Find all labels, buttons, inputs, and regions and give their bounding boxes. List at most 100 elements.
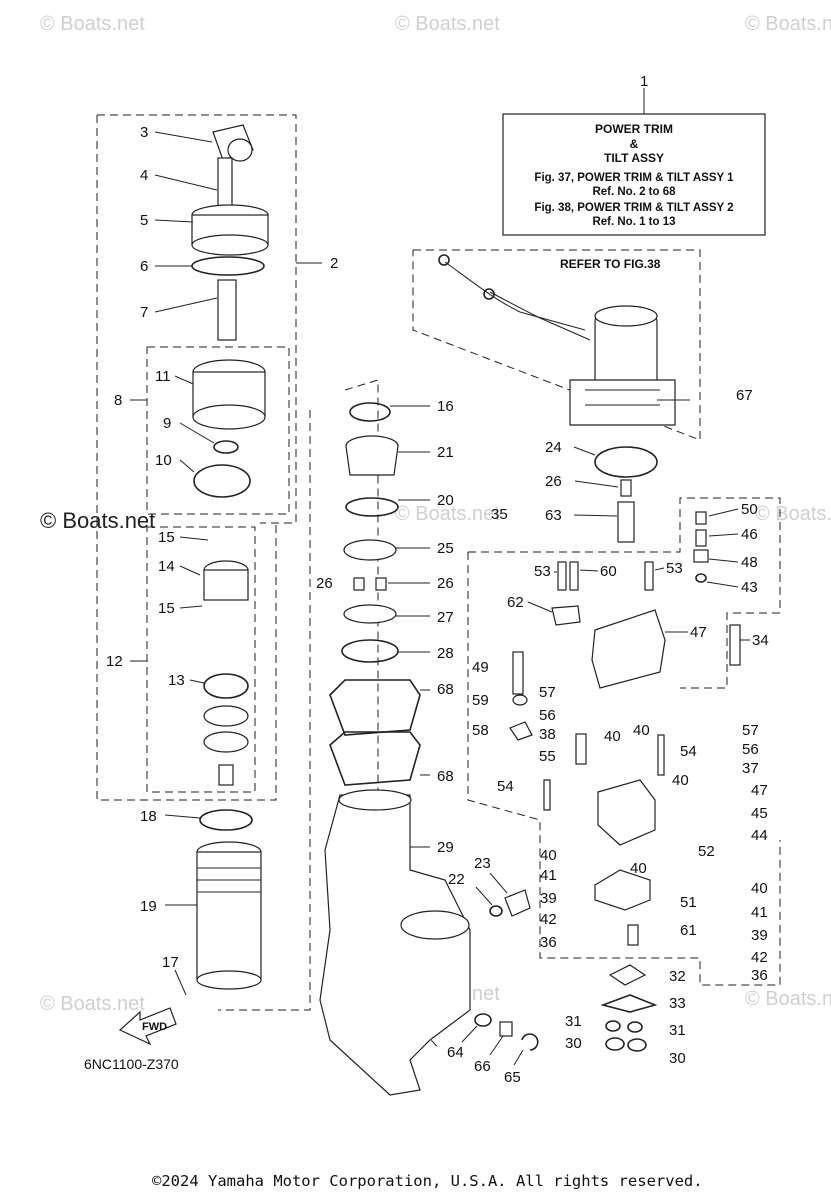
callout-30b: 30 <box>669 1050 686 1067</box>
callout-37: 37 <box>742 760 759 777</box>
callout-20: 20 <box>437 492 454 509</box>
callout-11: 11 <box>155 368 171 385</box>
callout-42b: 42 <box>751 949 768 966</box>
callout-47a: 47 <box>690 624 707 641</box>
callout-50: 50 <box>741 501 758 518</box>
valve-parts <box>509 446 741 1052</box>
callout-36a: 36 <box>540 934 557 951</box>
callout-54a: 54 <box>680 743 697 760</box>
callout-66: 66 <box>474 1058 491 1075</box>
callout-31b: 31 <box>669 1022 686 1039</box>
callout-49: 49 <box>472 659 489 676</box>
callout-15b: 15 <box>158 600 175 617</box>
callout-10: 10 <box>155 452 172 469</box>
callout-41a: 41 <box>540 867 557 884</box>
watermark-bottom-right: © Boats.net <box>745 988 831 1010</box>
callout-25: 25 <box>437 540 454 557</box>
callout-30a: 30 <box>565 1035 582 1052</box>
refer-note: REFER TO FIG.38 <box>560 257 661 271</box>
callout-42a: 42 <box>540 911 557 928</box>
callout-8: 8 <box>114 392 122 409</box>
info-box-ref-line3: Fig. 38, POWER TRIM & TILT ASSY 2 <box>534 202 733 214</box>
callout-68b: 68 <box>437 768 454 785</box>
callout-36b: 36 <box>751 967 768 984</box>
copyright-notice: ©2024 Yamaha Motor Corporation, U.S.A. A… <box>152 1172 703 1190</box>
callout-28: 28 <box>437 645 454 662</box>
callout-35: 35 <box>491 506 508 523</box>
callout-40c: 40 <box>672 772 689 789</box>
callout-16: 16 <box>437 398 454 415</box>
callout-33: 33 <box>669 995 686 1012</box>
watermark-mid-center: © Boats.net <box>395 503 500 525</box>
callout-61: 61 <box>680 922 697 939</box>
callout-56a: 56 <box>539 707 556 724</box>
callout-13: 13 <box>168 672 185 689</box>
motor-assembly-sketch: REFER TO FIG.38 <box>438 254 676 426</box>
callout-64: 64 <box>447 1044 464 1061</box>
callout-numbers: 3 4 5 6 7 8 11 9 10 15 14 15 12 13 18 19… <box>106 124 769 1086</box>
watermark-top-right: © Boats.net <box>745 13 831 35</box>
callout-67: 67 <box>736 387 753 404</box>
callout-39b: 39 <box>751 927 768 944</box>
assembly-info-box: 1 POWER TRIM & TILT ASSY Fig. 37, POWER … <box>502 73 766 236</box>
callout-45: 45 <box>751 805 768 822</box>
callout-9: 9 <box>163 415 171 432</box>
info-box-title-line3: TILT ASSY <box>604 151 664 165</box>
info-box-ref-line4: Ref. No. 1 to 13 <box>592 216 675 228</box>
callout-47b: 47 <box>751 782 768 799</box>
watermark-top-center: © Boats.net <box>395 13 500 35</box>
callout-39a: 39 <box>540 890 557 907</box>
callout-24: 24 <box>545 439 562 456</box>
fwd-arrow: FWD <box>118 1007 177 1046</box>
watermark-bottom-left: © Boats.net <box>40 993 145 1015</box>
callout-43: 43 <box>741 579 758 596</box>
callout-65: 65 <box>504 1069 521 1086</box>
watermark-mid-left: © Boats.net <box>40 508 155 533</box>
callout-27: 27 <box>437 609 454 626</box>
callout-6: 6 <box>140 258 148 275</box>
callout-53a: 53 <box>534 563 551 580</box>
info-box-title-line1: POWER TRIM <box>595 122 673 136</box>
leader-lines <box>130 131 750 1066</box>
callout-1: 1 <box>640 73 648 90</box>
callout-23: 23 <box>474 855 491 872</box>
callout-34: 34 <box>752 632 769 649</box>
callout-60: 60 <box>600 563 617 580</box>
callout-12: 12 <box>106 653 123 670</box>
callout-17: 17 <box>162 954 179 971</box>
watermark-mid-right: © Boats.net <box>755 503 831 525</box>
callout-57a: 57 <box>539 684 556 701</box>
fwd-label: FWD <box>142 1021 167 1033</box>
callout-21: 21 <box>437 444 454 461</box>
callout-57b: 57 <box>742 722 759 739</box>
callout-3: 3 <box>140 124 148 141</box>
callout-40a: 40 <box>604 728 621 745</box>
info-box-ref-line2: Ref. No. 2 to 68 <box>592 186 676 198</box>
info-box-title-line2: & <box>630 137 639 151</box>
callout-62: 62 <box>507 594 524 611</box>
callout-46: 46 <box>741 526 758 543</box>
callout-32: 32 <box>669 968 686 985</box>
callout-15a: 15 <box>158 529 175 546</box>
callout-52: 52 <box>698 843 715 860</box>
info-box-ref-line1: Fig. 37, POWER TRIM & TILT ASSY 1 <box>534 172 734 184</box>
callout-40f: 40 <box>751 880 768 897</box>
callout-68a: 68 <box>437 681 454 698</box>
watermark-top-left: © Boats.net <box>40 13 145 35</box>
callout-40d: 40 <box>540 847 557 864</box>
callout-22: 22 <box>448 871 465 888</box>
callout-5: 5 <box>140 212 148 229</box>
callout-54b: 54 <box>497 778 514 795</box>
callout-7: 7 <box>140 304 148 321</box>
tilt-cylinder-parts <box>191 124 269 990</box>
callout-31a: 31 <box>565 1013 582 1030</box>
callout-48: 48 <box>741 554 758 571</box>
callout-40e: 40 <box>630 860 647 877</box>
group-outlines <box>96 114 781 1051</box>
callout-40b: 40 <box>633 722 650 739</box>
callout-38: 38 <box>539 726 556 743</box>
callout-2: 2 <box>330 255 338 272</box>
callout-26b: 26 <box>437 575 454 592</box>
callout-19: 19 <box>140 898 157 915</box>
